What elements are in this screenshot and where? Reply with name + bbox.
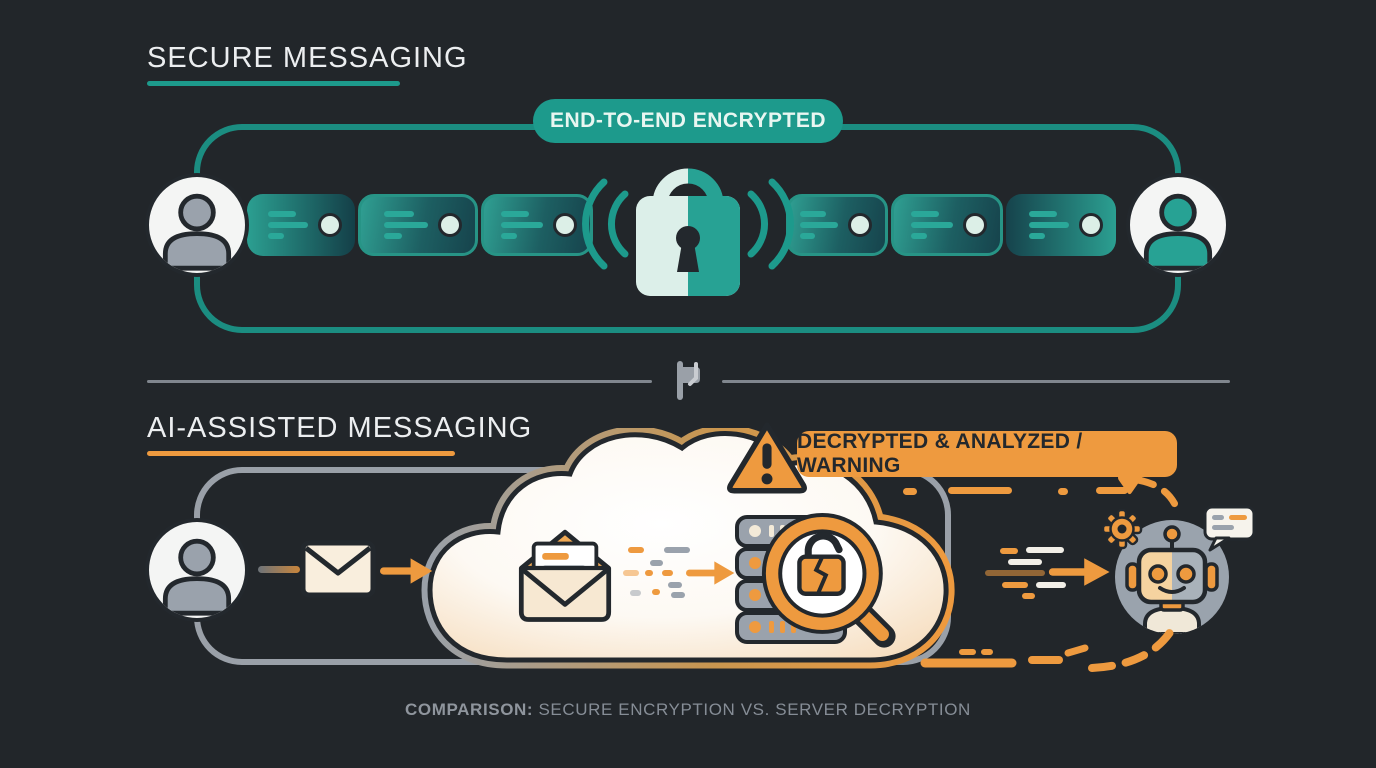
encrypted-message-packet <box>247 194 355 256</box>
ai-title-underline <box>147 451 455 456</box>
encrypted-message-packet <box>891 194 1003 256</box>
secure-section-title: SECURE MESSAGING <box>147 42 468 74</box>
secure-title-underline <box>147 81 400 86</box>
encrypted-message-packet <box>481 194 593 256</box>
divider-line <box>147 380 652 383</box>
envelope-icon <box>300 540 376 603</box>
encrypted-message-packet <box>786 194 888 256</box>
encrypted-badge: END-TO-END ENCRYPTED <box>533 99 843 143</box>
ai-section-title: AI-ASSISTED MESSAGING <box>147 412 533 444</box>
speed-lines <box>1029 211 1069 239</box>
open-envelope-icon <box>508 520 622 631</box>
speed-lines <box>384 211 428 239</box>
message-dot <box>848 213 872 237</box>
caption-text: SECURE ENCRYPTION VS. SERVER DECRYPTION <box>533 700 971 719</box>
arrow-icon <box>380 553 434 594</box>
magnifier-icon <box>750 502 900 657</box>
message-dot <box>1079 213 1103 237</box>
flag-divider-icon <box>666 358 710 407</box>
warning-triangle-icon <box>726 420 808 499</box>
divider-line <box>722 380 1230 383</box>
message-dot <box>438 213 462 237</box>
decrypted-warning-badge: DECRYPTED & ANALYZED / WARNING <box>797 430 1177 477</box>
message-dot <box>553 213 577 237</box>
speed-lines <box>800 211 838 239</box>
encrypted-message-packet <box>358 194 478 256</box>
speed-lines <box>501 211 543 239</box>
arrow-icon <box>1048 553 1112 596</box>
broken-lock-icon <box>797 532 846 596</box>
padlock-icon <box>573 142 803 307</box>
message-dot <box>318 213 342 237</box>
message-dot <box>963 213 987 237</box>
sender-avatar-icon <box>145 173 249 277</box>
send-connector-line <box>258 566 300 573</box>
speed-lines <box>268 211 308 239</box>
user-avatar-icon <box>145 518 249 622</box>
arrow-icon <box>686 556 736 595</box>
caption-label: COMPARISON: <box>405 700 534 719</box>
gear-icon <box>1101 508 1143 555</box>
comparison-caption: COMPARISON: SECURE ENCRYPTION VS. SERVER… <box>0 700 1376 720</box>
receiver-avatar-icon <box>1126 173 1230 277</box>
speech-bubble-icon <box>1203 505 1257 558</box>
signal-waves-icon <box>582 178 794 270</box>
encrypted-message-packet <box>1006 194 1116 256</box>
speed-lines <box>911 211 953 239</box>
